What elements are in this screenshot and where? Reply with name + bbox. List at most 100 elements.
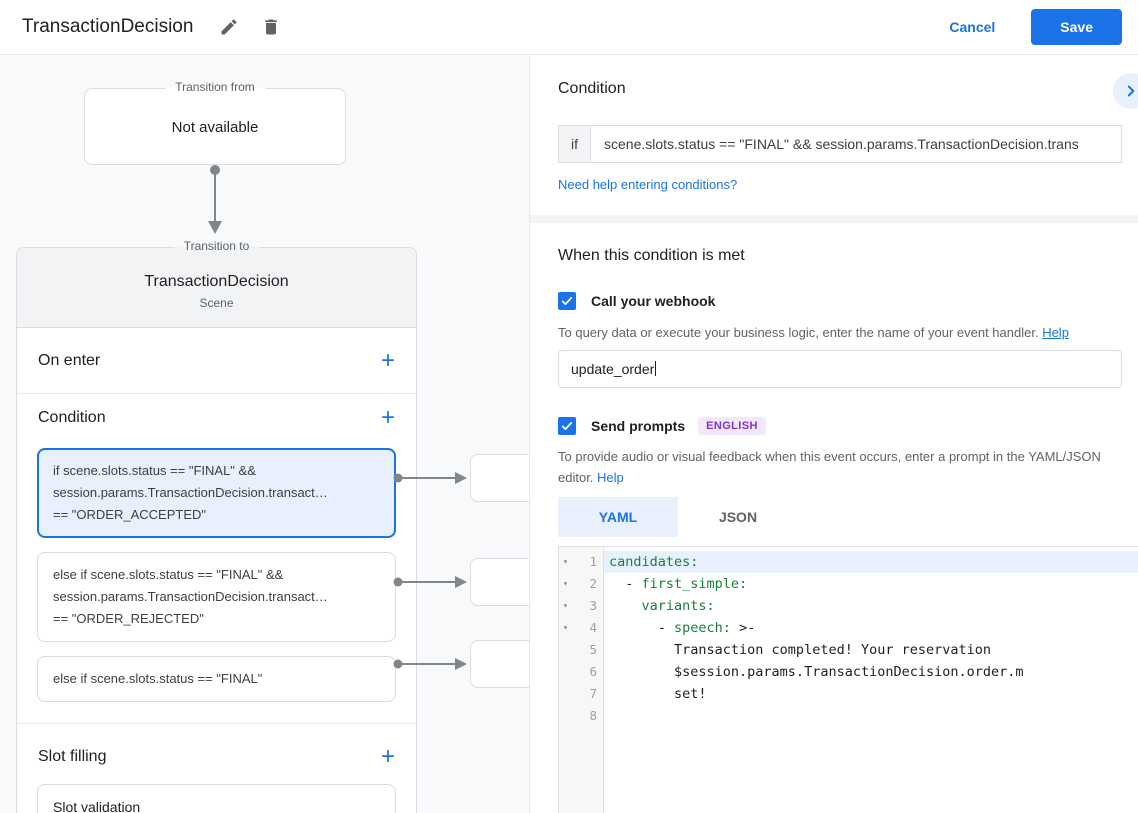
send-prompts-label: Send prompts [591, 418, 686, 434]
code-text: Transaction completed! Your reservation [609, 642, 992, 658]
fold-spacer [559, 705, 574, 727]
language-badge: ENGLISH [698, 417, 766, 435]
code-text: candidates: [604, 551, 1138, 573]
add-slot-button[interactable]: + [380, 743, 395, 770]
save-button[interactable]: Save [1031, 9, 1122, 45]
editor-line: ▾2 - first_simple: [559, 573, 1138, 595]
webhook-description-text: To query data or execute your business l… [558, 325, 1043, 340]
fold-arrow-icon[interactable]: ▾ [563, 579, 568, 588]
edit-scene-button[interactable] [215, 13, 243, 41]
editor-line: 6 $session.params.TransactionDecision.or… [559, 661, 1138, 683]
gutter-cell: ▾3 [559, 595, 604, 617]
line-number: 2 [589, 576, 597, 591]
delete-scene-button[interactable] [257, 13, 285, 41]
fold-arrow-icon[interactable]: ▾ [563, 623, 568, 632]
slot-validation-card[interactable]: Slot validation [37, 784, 396, 813]
pencil-icon [219, 17, 239, 37]
on-enter-label: On enter [38, 351, 101, 369]
check-icon [560, 419, 574, 433]
collapse-panel-button[interactable] [1113, 73, 1138, 109]
event-handler-value: update_order [571, 361, 655, 377]
transition-from-legend: Transition from [165, 80, 265, 94]
fold-spacer [559, 661, 574, 683]
call-webhook-label: Call your webhook [591, 293, 716, 309]
call-webhook-checkbox[interactable] [558, 292, 576, 310]
condition-line: == "ORDER_REJECTED" [53, 611, 204, 626]
gutter-cell: ▾1 [559, 551, 604, 573]
transition-target-box[interactable] [470, 454, 529, 502]
gutter-cell: ▾2 [559, 573, 604, 595]
editor-gutter [559, 547, 604, 813]
prompt-code-editor[interactable]: ▾1 candidates: ▾2 - first_simple: ▾3 var… [558, 546, 1138, 813]
editor-line: ▾1 candidates: [559, 551, 1138, 573]
condition-label: Condition [38, 409, 106, 426]
send-prompts-row: Send prompts ENGLISH [558, 417, 766, 435]
on-enter-section: On enter + [17, 328, 416, 394]
send-prompts-checkbox[interactable] [558, 417, 576, 435]
tab-json[interactable]: JSON [718, 509, 758, 525]
slot-filling-section: Slot filling + Slot validation [17, 724, 416, 813]
condition-line: session.params.TransactionDecision.trans… [53, 589, 328, 604]
line-number: 8 [589, 708, 597, 723]
line-number: 3 [589, 598, 597, 613]
editor-line: ▾3 variants: [559, 595, 1138, 617]
line-number: 7 [589, 686, 597, 701]
condition-line: else if scene.slots.status == "FINAL" && [53, 567, 284, 582]
transition-target-box[interactable] [470, 640, 529, 688]
cancel-button[interactable]: Cancel [949, 19, 996, 35]
flow-canvas: Transition from Not available [0, 55, 530, 813]
slot-filling-label: Slot filling [38, 748, 107, 765]
code-text: set! [609, 686, 707, 702]
gutter-cell: 8 [559, 705, 604, 727]
section-separator [530, 215, 1138, 223]
editor-rows: ▾1 candidates: ▾2 - first_simple: ▾3 var… [559, 547, 1138, 727]
tab-yaml[interactable]: YAML [558, 497, 678, 537]
if-prefix: if [558, 125, 590, 163]
code-text: - speech: >- [609, 620, 756, 636]
fold-arrow-icon[interactable]: ▾ [563, 557, 568, 566]
gutter-cell: 5 [559, 639, 604, 661]
editor-line: 5 Transaction completed! Your reservatio… [559, 639, 1138, 661]
condition-card-final[interactable]: else if scene.slots.status == "FINAL" [37, 656, 396, 702]
gutter-cell: 6 [559, 661, 604, 683]
condition-line: else if scene.slots.status == "FINAL" [53, 671, 263, 686]
scene-node: Transition to TransactionDecision Scene … [16, 239, 417, 813]
webhook-help-link[interactable]: Help [1042, 325, 1069, 340]
event-handler-input[interactable]: update_order [558, 350, 1122, 388]
condition-card-rejected[interactable]: else if scene.slots.status == "FINAL" &&… [37, 552, 396, 642]
condition-line: == "ORDER_ACCEPTED" [53, 507, 206, 522]
fold-spacer [559, 683, 574, 705]
webhook-description: To query data or execute your business l… [558, 323, 1069, 344]
editor-line: 8 [559, 705, 1138, 727]
code-text [604, 705, 1138, 727]
line-number: 1 [589, 554, 597, 569]
condition-line: if scene.slots.status == "FINAL" && [53, 463, 256, 478]
transition-from-box: Transition from Not available [84, 80, 346, 165]
scene-node-header[interactable]: TransactionDecision Scene [17, 248, 416, 328]
transition-to-legend: Transition to [173, 239, 260, 253]
code-text: $session.params.TransactionDecision.orde… [609, 664, 1024, 680]
condition-card-accepted[interactable]: if scene.slots.status == "FINAL" && sess… [37, 448, 396, 538]
prompts-description-text: To provide audio or visual feedback when… [558, 449, 1101, 485]
top-bar-actions: Cancel Save [949, 9, 1122, 45]
editor-line: 7 set! [559, 683, 1138, 705]
add-on-enter-button[interactable]: + [380, 346, 395, 374]
scene-type-label: Scene [199, 296, 234, 310]
condition-expression-input[interactable]: scene.slots.status == "FINAL" && session… [590, 125, 1122, 163]
condition-expression-row: if scene.slots.status == "FINAL" && sess… [558, 125, 1122, 163]
editor-format-tabs: YAML JSON [558, 497, 798, 537]
line-number: 4 [589, 620, 597, 635]
code-text: - first_simple: [609, 576, 748, 592]
prompts-help-link[interactable]: Help [597, 469, 624, 485]
fold-arrow-icon[interactable]: ▾ [563, 601, 568, 610]
transition-target-box[interactable] [470, 558, 529, 606]
condition-section-head: Condition + [37, 394, 396, 434]
scene-name: TransactionDecision [144, 273, 289, 290]
add-condition-button[interactable]: + [380, 404, 395, 431]
prompts-description: To provide audio or visual feedback when… [558, 447, 1114, 489]
fold-spacer [559, 639, 574, 661]
text-cursor [655, 361, 657, 376]
condition-help-link[interactable]: Need help entering conditions? [558, 177, 738, 192]
condition-detail-panel: Condition if scene.slots.status == "FINA… [530, 55, 1138, 813]
